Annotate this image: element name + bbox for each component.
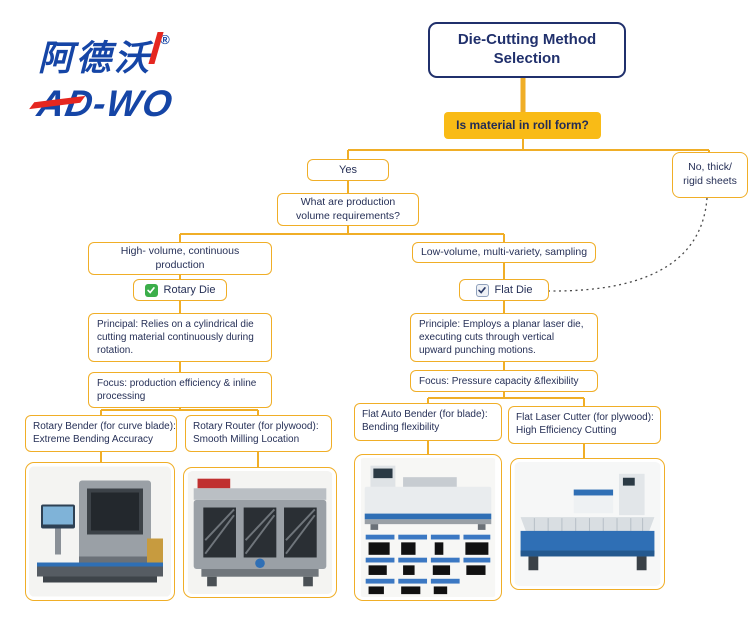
rotary-bender-photo	[25, 462, 175, 601]
registered-mark: ®	[160, 32, 173, 47]
leaf-rotary-router: Rotary Router (for plywood): Smooth Mill…	[185, 415, 332, 452]
flat-die-label: Flat Die	[494, 283, 533, 296]
rotary-principle-node: Principal: Relies on a cylindrical die c…	[88, 313, 272, 362]
leaf-title: Flat Laser Cutter (for plywood):	[516, 412, 654, 423]
rotary-die-label: Rotary Die	[163, 283, 216, 296]
high-volume-node: High- volume, continuous production	[88, 242, 272, 276]
leaf-desc: Smooth Milling Location	[193, 434, 300, 445]
volume-question: What are production volume requirements?	[277, 193, 419, 227]
rotary-focus-node: Focus: production efficiency & inline pr…	[88, 372, 272, 408]
logo-chinese-text: 阿德沃	[38, 39, 153, 78]
leaf-desc: Extreme Bending Accuracy	[33, 434, 154, 445]
leaf-title: Flat Auto Bender (for blade):	[362, 409, 488, 420]
rotary-router-machine-image	[187, 471, 333, 594]
no-branch: No, thick/ rigid sheets	[672, 152, 748, 198]
flat-principle-node: Principle: Employs a planar laser die, e…	[410, 313, 598, 362]
flat-check-icon	[475, 283, 489, 297]
flat-auto-bender-machine-image	[360, 458, 496, 597]
flat-auto-bender-photo	[354, 454, 502, 601]
logo-wordmark: AD-WO	[29, 83, 261, 125]
flat-die-node: Flat Die	[459, 279, 549, 301]
leaf-desc: Bending flexibility	[362, 422, 440, 433]
no-branch-dotted-connector	[548, 197, 708, 292]
rotary-router-photo	[183, 467, 337, 598]
company-logo: 阿德沃 ® AD-WO	[29, 30, 258, 142]
yes-branch: Yes	[307, 159, 389, 181]
green-check-icon	[144, 283, 158, 297]
roll-form-question: Is material in roll form?	[444, 112, 601, 139]
leaf-title: Rotary Router (for plywood):	[193, 421, 319, 432]
flat-laser-cutter-machine-image	[514, 462, 661, 586]
flat-focus-node: Focus: Pressure capacity &flexibility	[410, 370, 598, 392]
rotary-die-node: Rotary Die	[133, 279, 227, 301]
leaf-flat-auto-bender: Flat Auto Bender (for blade): Bending fl…	[354, 403, 502, 441]
low-volume-node: Low-volume, multi-variety, sampling	[412, 242, 596, 263]
flowchart-title: Die-Cutting Method Selection	[428, 22, 626, 78]
flat-laser-cutter-photo	[510, 458, 665, 590]
rotary-bender-machine-image	[29, 466, 171, 597]
leaf-desc: High Efficiency Cutting	[516, 425, 617, 436]
leaf-rotary-bender: Rotary Bender (for curve blade): Extreme…	[25, 415, 177, 452]
leaf-flat-laser-cutter: Flat Laser Cutter (for plywood): High Ef…	[508, 406, 661, 444]
leaf-title: Rotary Bender (for curve blade):	[33, 421, 176, 432]
